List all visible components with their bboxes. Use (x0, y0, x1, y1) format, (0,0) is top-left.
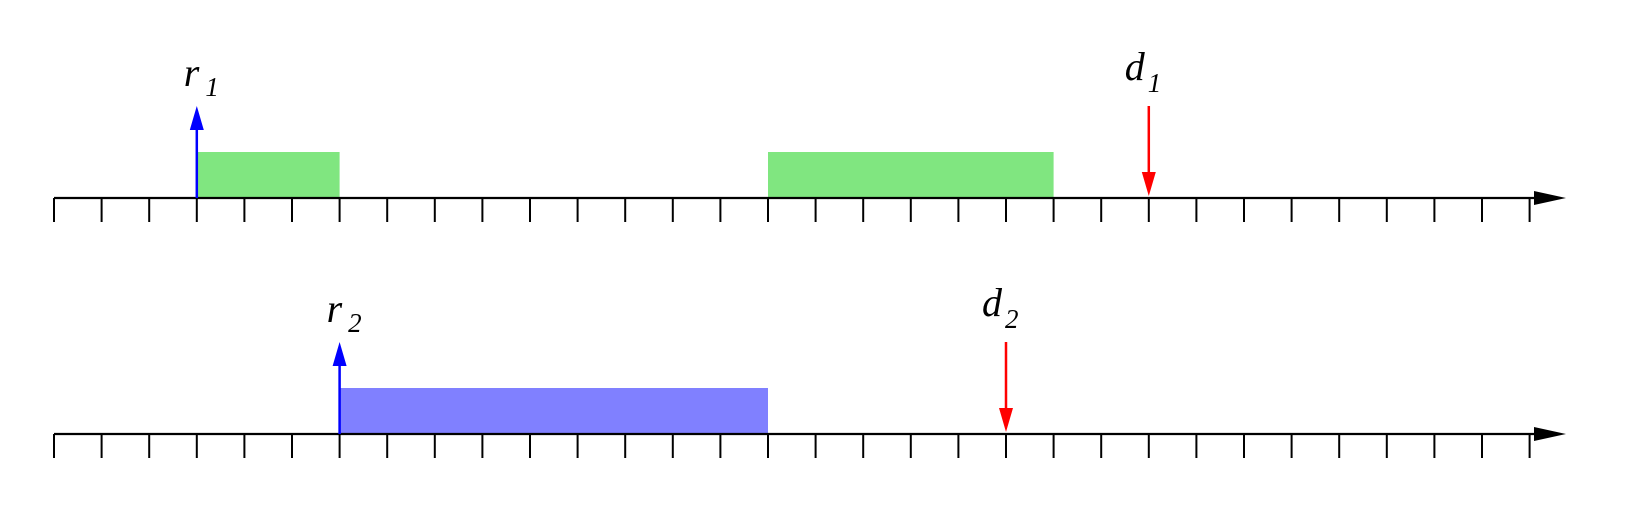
task-2-execution-bar (339, 388, 768, 434)
task-1-execution-bar (196, 152, 340, 198)
release-letter: r (327, 286, 343, 331)
release-letter: r (184, 50, 200, 95)
deadline-letter: d (982, 280, 1003, 325)
release-arrow-icon (189, 106, 204, 130)
axis-arrowhead-icon (1534, 427, 1566, 441)
release-subscript: 1 (205, 72, 219, 102)
task-1-execution-bar (768, 152, 1054, 198)
deadline-subscript: 2 (1005, 304, 1019, 334)
deadline-subscript: 1 (1148, 68, 1162, 98)
release-subscript: 2 (348, 308, 362, 338)
deadline-letter: d (1125, 44, 1146, 89)
release-arrow-icon (332, 342, 347, 366)
deadline-arrow-icon (999, 408, 1013, 432)
axis-arrowhead-icon (1534, 191, 1566, 205)
deadline-arrow-icon (1141, 172, 1156, 196)
